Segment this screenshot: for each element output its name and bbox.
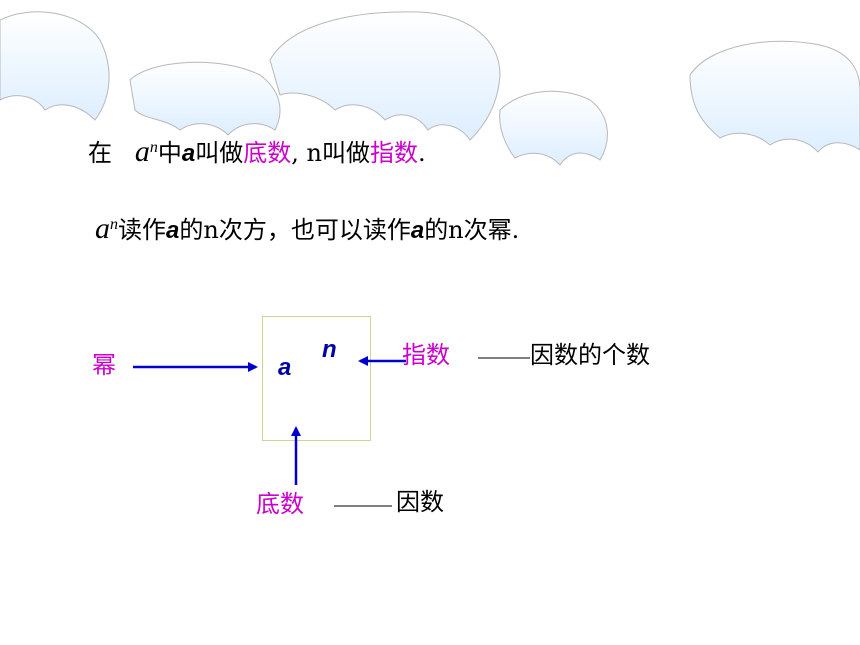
base-symbol-2: a [166,217,180,244]
base-label: 底数 [256,490,304,518]
power-box [262,316,371,441]
comma-n-text: , n叫做 [291,139,370,167]
cloud-decoration [0,11,860,166]
power-exponent: n [149,139,158,156]
base-description: 因数 [396,488,444,516]
base-symbol-3: a [410,217,425,244]
base-term: 底数 [243,139,292,167]
exponent-term: 指数 [369,139,418,167]
called-text: 叫做 [195,139,244,167]
definition-line-1: 在 an中a叫做底数, n叫做指数. [88,133,426,169]
period-text: . [417,139,426,167]
reading-text-1: 的n次方，也可以读作 [179,216,411,244]
prefix-text: 在 [88,139,112,167]
base-symbol: a [181,140,196,167]
zhong-text: 中 [157,139,182,167]
reading-text-2: 的n次幂. [424,216,520,244]
box-base: a [278,354,292,381]
power-label: 幂 [92,351,116,379]
read-as-text: 读作 [118,216,166,244]
exponent-label: 指数 [402,341,450,369]
power-exponent-2: n [110,216,118,233]
definition-line-2: an读作a的n次方，也可以读作a的n次幂. [95,210,519,246]
power-base-2: a [95,212,110,245]
exponent-description: 因数的个数 [530,341,650,369]
power-base: a [134,135,150,168]
box-exponent: n [322,336,337,363]
